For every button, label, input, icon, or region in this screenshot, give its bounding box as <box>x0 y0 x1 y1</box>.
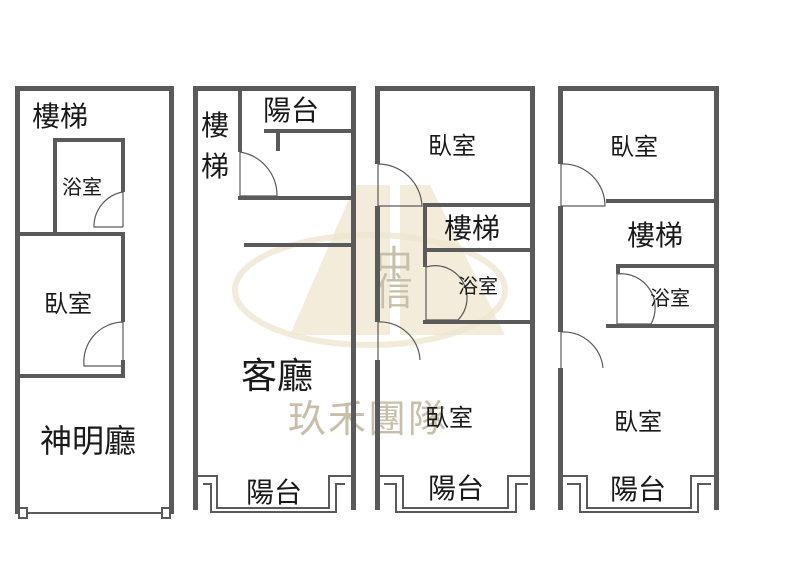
door-icon <box>560 163 606 207</box>
room-label-balcony-top: 陽台 <box>263 94 319 127</box>
door-icon <box>377 321 421 361</box>
door-icon <box>377 163 423 207</box>
room-label-balcony: 陽台 <box>428 472 484 505</box>
room-label-bedroom-bottom: 臥室 <box>425 404 473 432</box>
room-label-balcony-bottom: 陽台 <box>246 476 302 509</box>
door-icon <box>560 331 604 369</box>
floor-1: 樓梯 浴室 臥室 神明廳 <box>15 86 174 519</box>
watermark-logo-char-1: 中 <box>375 243 415 287</box>
room-label-bedroom: 臥室 <box>44 290 92 318</box>
room-label-stairs: 樓梯 <box>444 212 500 245</box>
room-label-bath: 浴室 <box>458 274 498 298</box>
door-icon <box>239 151 278 197</box>
watermark-logo-char-2: 信 <box>375 270 415 314</box>
room-label-stairs: 樓梯 <box>32 100 88 133</box>
room-label-bath: 浴室 <box>62 175 102 199</box>
door-icon <box>425 265 468 321</box>
watermark-text: 玖禾團隊 <box>288 397 448 441</box>
floor-4: 臥室 樓梯 浴室 臥室 陽台 <box>558 86 719 513</box>
room-label-living: 客廳 <box>241 356 313 397</box>
room-label-stairs-2: 梯 <box>201 150 229 183</box>
room-label-bedroom-top: 臥室 <box>610 133 658 161</box>
room-label-balcony: 陽台 <box>610 473 666 506</box>
room-label-bedroom-bottom: 臥室 <box>614 408 662 436</box>
door-icon <box>93 191 124 228</box>
room-label-bedroom-top: 臥室 <box>428 132 476 160</box>
floor-3: 臥室 樓梯 浴室 臥室 陽台 <box>375 86 535 513</box>
watermark-logo-icon <box>290 185 505 335</box>
room-label-stairs-1: 樓 <box>201 109 229 142</box>
door-icon <box>616 273 656 325</box>
door-icon <box>83 321 124 367</box>
room-label-shrine: 神明廳 <box>40 422 136 460</box>
room-label-bath: 浴室 <box>650 286 690 310</box>
floor-2: 陽台 樓 梯 客廳 陽台 <box>193 86 356 513</box>
watermark-ring-icon <box>232 232 508 348</box>
room-label-stairs: 樓梯 <box>627 219 683 252</box>
watermark: 中 信 玖禾團隊 <box>232 185 508 441</box>
